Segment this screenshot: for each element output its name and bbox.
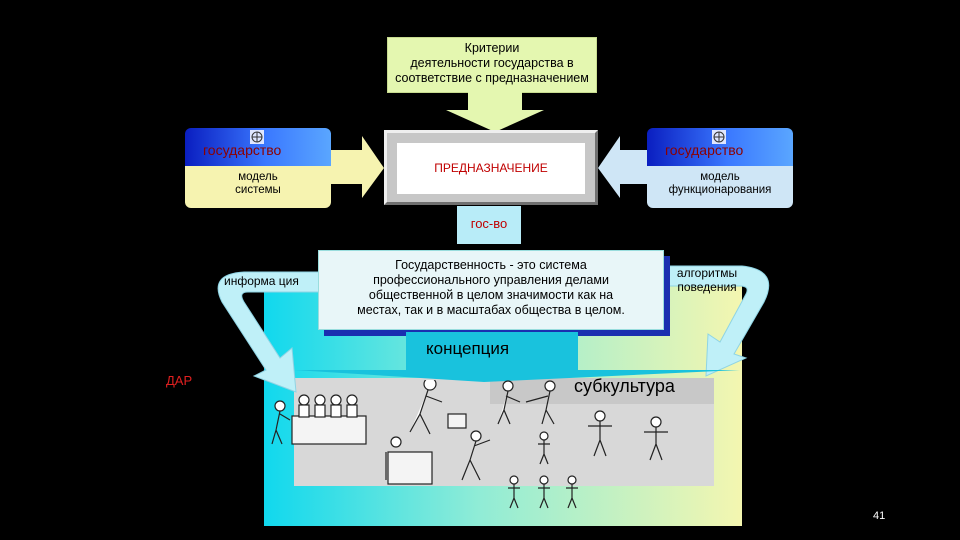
criteria-line: деятельности государства в — [410, 56, 574, 70]
information-label: информа ция — [224, 274, 299, 288]
page-number: 41 — [873, 510, 886, 522]
gosvo-label: гос-во — [457, 206, 521, 244]
concept-funnel — [294, 360, 740, 382]
subculture-label: субкультура — [574, 376, 675, 396]
purpose-box: ПРЕДНАЗНАЧЕНИЕ — [397, 143, 585, 194]
left-arrow — [328, 136, 384, 198]
definition-line: профессионального управления делами — [373, 273, 609, 287]
state-title: государство — [665, 142, 744, 158]
definition-box: Государственность - это система професси… — [318, 250, 664, 330]
state-header: государство — [185, 128, 331, 166]
state-line: модель — [238, 171, 278, 183]
criteria-arrow — [446, 92, 544, 132]
concept-box: концепция — [406, 332, 578, 368]
criteria-box: Критерии деятельности государства в соот… — [387, 37, 597, 93]
globe-icon — [250, 130, 264, 144]
definition-line: Государственность - это система — [395, 258, 587, 272]
state-body: модель системы — [185, 166, 331, 208]
state-line: функционарования — [668, 184, 772, 196]
stage-floor-top — [490, 378, 714, 404]
state-title: государство — [203, 142, 282, 158]
globe-icon — [712, 130, 726, 144]
state-line: системы — [235, 184, 281, 196]
criteria-line: соответствие с предназначением — [395, 71, 589, 85]
state-line: модель — [700, 171, 740, 183]
state-header: государство — [647, 128, 793, 166]
dar-label: ДАР — [166, 373, 193, 388]
criteria-line: Критерии — [464, 41, 520, 55]
definition-line: общественной в целом значимости как на — [368, 288, 614, 302]
algorithms-line: поведения — [677, 280, 737, 294]
state-body: модель функционарования — [647, 166, 793, 208]
right-arrow — [598, 136, 650, 198]
state-card-system: государство модель системы — [185, 128, 331, 208]
people-figures — [271, 380, 668, 509]
state-card-functioning: государство модель функционарования — [647, 128, 793, 208]
algorithms-label: алгоритмы поведения — [664, 266, 750, 294]
algorithms-arrow — [663, 265, 770, 377]
definition-line: местах, так и в масштабах общества в цел… — [357, 303, 625, 317]
algorithms-line: алгоритмы — [676, 266, 738, 280]
